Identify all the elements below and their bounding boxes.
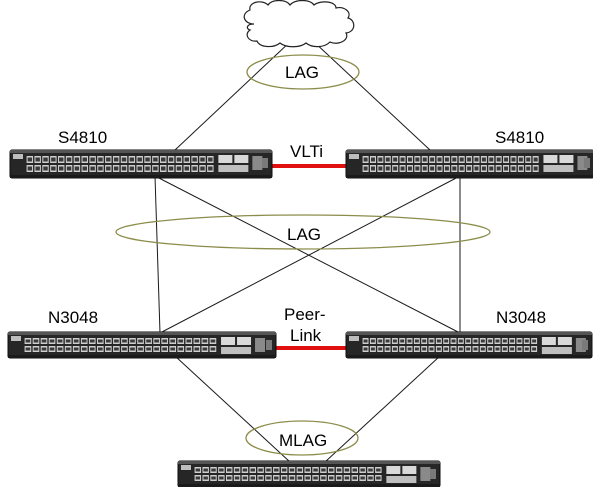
n3048-right-label: N3048 [496,308,546,327]
access-switch [177,460,441,487]
s4810-left-label: S4810 [58,128,107,147]
lag-ring-middle [115,214,491,250]
n3048-left-switch [7,331,277,359]
n3048-left-label: N3048 [48,308,98,327]
lag-top-label: LAG [285,63,319,82]
peer-link-label-line1: Peer- [284,305,326,324]
s4810-left-switch [9,149,273,179]
n3048-right-to-access-link [324,355,441,463]
cloud-to-s4810-left-link [174,39,293,151]
vlti-label: VLTi [290,142,323,161]
lag-middle-label: LAG [287,225,321,244]
s4810-right-switch [345,149,593,179]
cloud-icon [243,0,355,48]
s4810-left-to-n3048-right-link [154,175,461,334]
s4810-right-to-n3048-left-link [159,175,461,334]
n3048-right-switch [345,331,593,359]
cloud-to-s4810-right-link [311,39,431,151]
s4810-right-label: S4810 [495,128,544,147]
peer-link-label-line2: Link [290,326,322,345]
mlag-label: MLAG [279,431,327,450]
mlag-ring [245,420,359,456]
s4810-left-to-n3048-left-link [154,175,161,334]
lag-ring-top [246,54,360,90]
links [154,39,461,463]
n3048-left-to-access-link [174,355,291,463]
